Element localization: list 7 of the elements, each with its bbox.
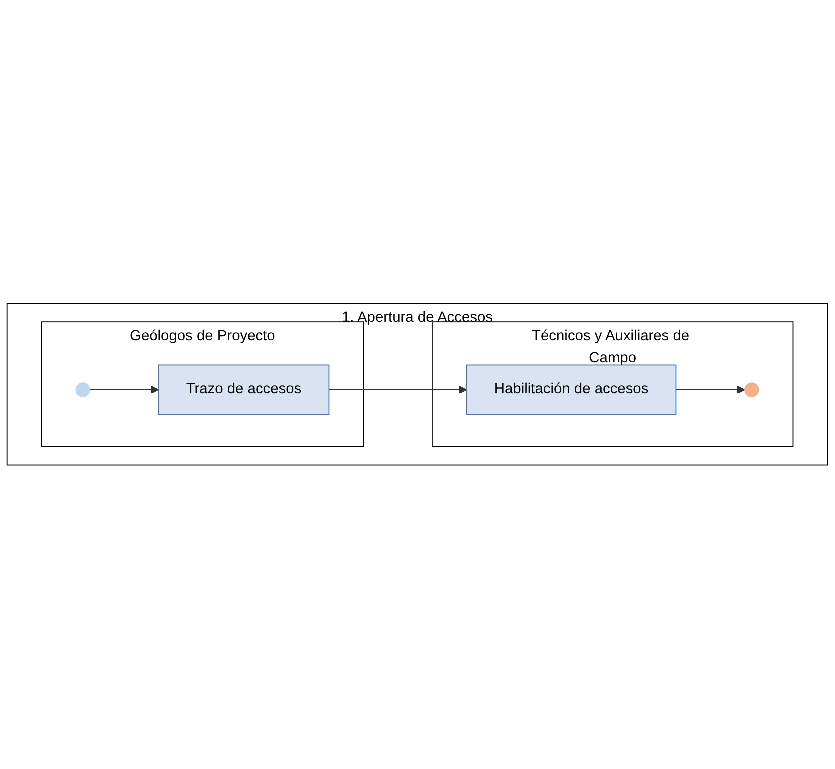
arrow — [89, 386, 160, 394]
node-box: Trazo de accesos — [158, 364, 330, 416]
node-circle — [76, 382, 90, 398]
arrow — [328, 386, 468, 394]
arrow — [676, 386, 746, 394]
node-circle — [744, 382, 760, 398]
node-box: Habilitación de accesos — [466, 364, 677, 416]
